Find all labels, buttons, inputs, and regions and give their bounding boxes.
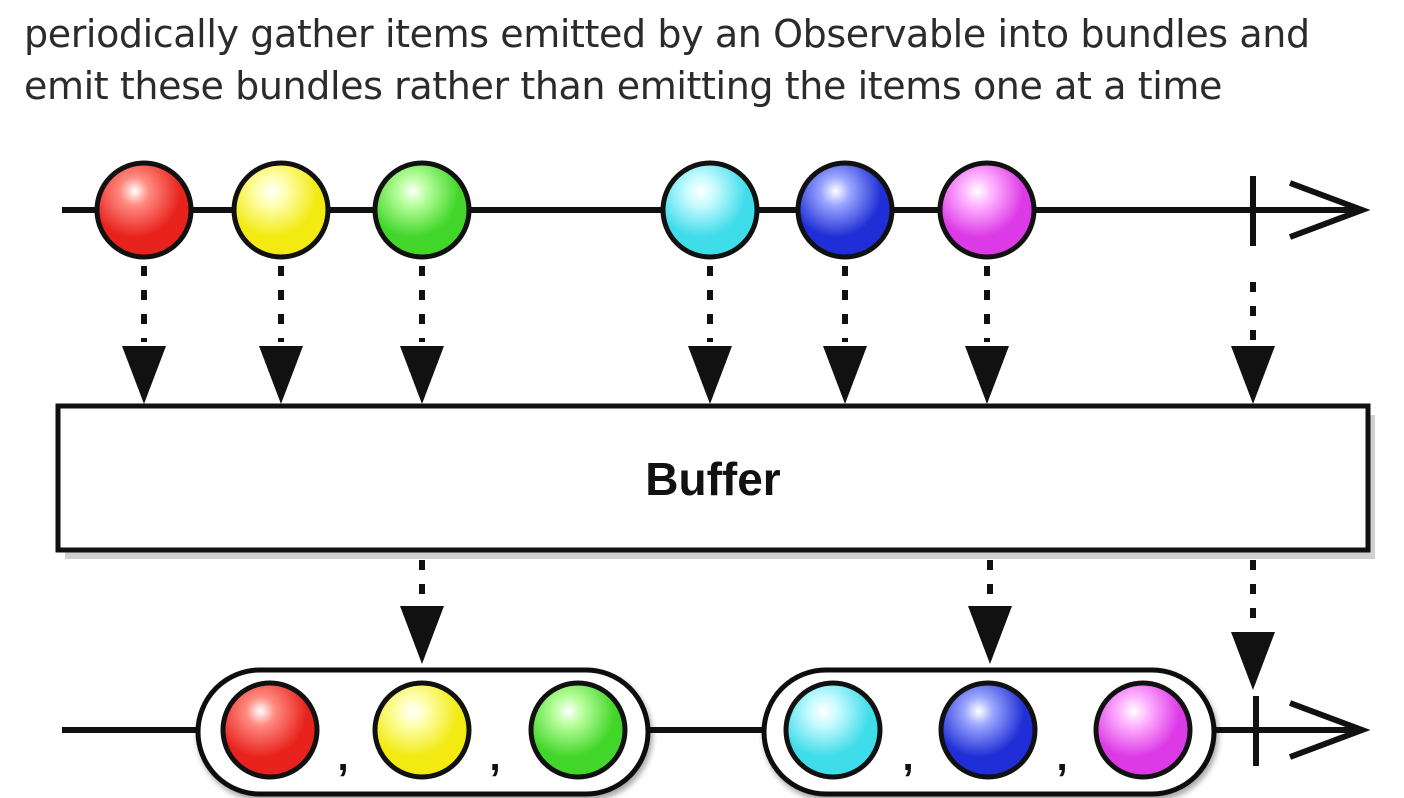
source-marble-1 <box>94 160 194 260</box>
arrow-head <box>400 606 444 664</box>
buffer-box <box>55 403 1371 553</box>
result-bundle-2: ,, <box>761 667 1217 797</box>
source-arrow-6 <box>965 266 1009 404</box>
arrow-head <box>1231 632 1275 690</box>
source-marble-5 <box>795 160 895 260</box>
arrow-head <box>968 606 1012 664</box>
bundle-separator-comma: , <box>1056 735 1067 779</box>
bundle-separator-comma: , <box>489 735 500 779</box>
source-marble-4 <box>660 160 760 260</box>
buffer-label: Buffer <box>645 453 781 505</box>
result-arrow-bundle-1 <box>400 560 444 664</box>
bundle-1-marble-3 <box>528 680 628 780</box>
bundle-separator-comma: , <box>902 735 913 779</box>
arrow-head <box>688 346 732 404</box>
result-timeline-arrowhead <box>1288 700 1371 760</box>
diagram-caption: periodically gather items emitted by an … <box>24 8 1394 112</box>
buffer-operator: Buffer <box>55 403 1375 559</box>
bundle-2-marble-3 <box>1093 680 1193 780</box>
source-marbles <box>94 160 1037 260</box>
source-marble-2 <box>231 160 331 260</box>
arrow-head <box>400 346 444 404</box>
arrow-head <box>823 346 867 404</box>
bundle-2-marble-2 <box>938 680 1038 780</box>
result-arrow-bundle-2 <box>968 560 1012 664</box>
source-timeline-arrowhead <box>1288 180 1371 240</box>
bundle-2-marble-1 <box>783 680 883 780</box>
result-bundles: ,,,, <box>195 667 1217 797</box>
bundle-separator-comma: , <box>337 735 348 779</box>
source-emission-arrows <box>122 266 1275 404</box>
source-marble-3 <box>372 160 472 260</box>
source-completion-arrow <box>1231 282 1275 404</box>
bundle-1-marble-2 <box>372 680 472 780</box>
arrow-head <box>122 346 166 404</box>
source-marble-6 <box>937 160 1037 260</box>
source-arrow-3 <box>400 266 444 404</box>
source-arrow-4 <box>688 266 732 404</box>
arrow-head <box>965 346 1009 404</box>
caption-line-2: emit these bundles rather than emitting … <box>24 64 1223 108</box>
result-completion-arrow <box>1231 560 1275 690</box>
result-bundle-1: ,, <box>195 667 651 797</box>
source-arrow-2 <box>259 266 303 404</box>
result-emission-arrows <box>400 560 1275 690</box>
bundle-1-marble-1 <box>220 680 320 780</box>
arrow-head <box>259 346 303 404</box>
arrow-head <box>1231 346 1275 404</box>
source-arrow-5 <box>823 266 867 404</box>
source-arrow-1 <box>122 266 166 404</box>
caption-line-1: periodically gather items emitted by an … <box>24 12 1310 56</box>
